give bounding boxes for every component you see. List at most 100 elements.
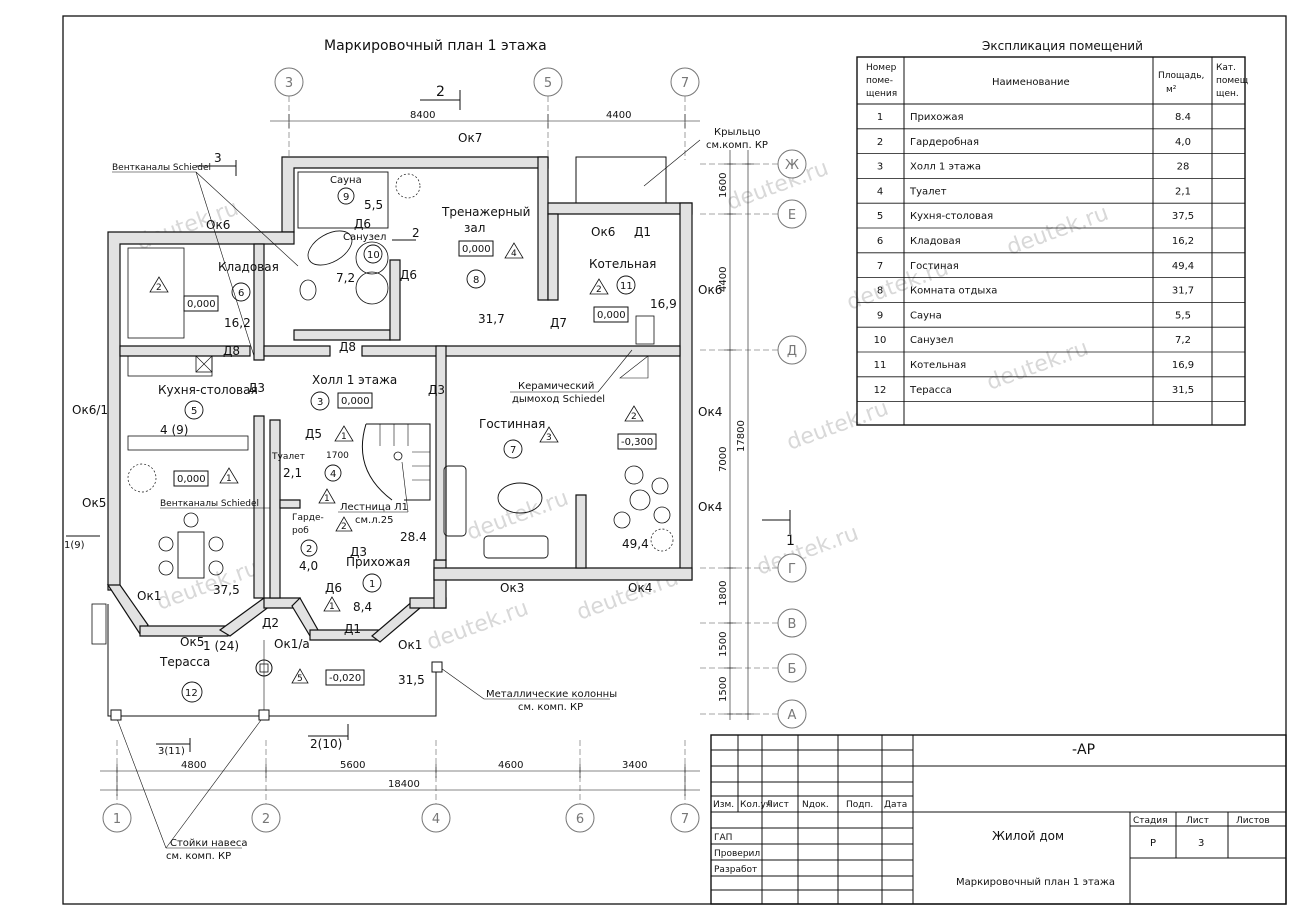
section-3-11: 3(11) <box>158 746 185 757</box>
room-name-terrace: Терасса <box>159 655 210 669</box>
stamp-list-header: Лист <box>1186 816 1209 826</box>
room-number-hall: 3 <box>317 397 323 408</box>
room-number-circle <box>363 244 383 264</box>
sheet-frame <box>62 15 1287 905</box>
room-area-living: 49,4 <box>622 537 649 551</box>
col-cat-3: щен. <box>1216 89 1239 99</box>
label-d3: Д3 <box>350 545 367 559</box>
stamp-role-developed: Разработ <box>714 865 757 875</box>
label-ok3: Ок3 <box>500 581 524 595</box>
level-box <box>458 240 494 257</box>
col-num-3: щения <box>866 89 897 99</box>
table-cell-area: 31,5 <box>1172 385 1194 396</box>
room-number-kitchen: 5 <box>191 406 197 417</box>
axis-bubble <box>274 67 304 97</box>
room-name-hall: Холл 1 этажа <box>312 373 397 387</box>
label-d7: Д7 <box>550 316 567 330</box>
room-area-entrance: 8,4 <box>353 600 372 614</box>
room-level-boiler: 0,000 <box>597 310 626 321</box>
room-name-living: Гостинная <box>479 417 545 431</box>
room-number-storage: 6 <box>238 288 244 299</box>
furniture <box>127 173 674 579</box>
section-2-10: 2(10) <box>310 737 342 751</box>
room-number-gym: 8 <box>473 275 479 286</box>
watermark: deutek.ru <box>754 521 862 581</box>
label-d2: Д2 <box>262 616 279 630</box>
callouts: Вентканалы Schiedel Вентканалы Schiedel … <box>64 84 795 862</box>
section-2: 2 <box>436 84 445 100</box>
label-ok4: Ок4 <box>698 405 722 419</box>
stamp-col-ndok: Nдок. <box>802 800 829 810</box>
col-area-1: Площадь, <box>1158 71 1204 81</box>
table-cell-name: Гостиная <box>910 261 959 272</box>
dim-bottom-1: 4800 <box>181 760 206 771</box>
label-ok5: Ок5 <box>82 496 106 510</box>
col-area-2: м² <box>1166 85 1177 95</box>
stamp-role-gap: ГАП <box>714 833 732 843</box>
dim-right-3: 7000 <box>718 447 729 472</box>
dim-top-2: 4400 <box>606 110 631 121</box>
table-cell-area: 4,0 <box>1175 137 1191 148</box>
dim-bottom-3: 4600 <box>498 760 523 771</box>
level-box <box>173 470 209 487</box>
axis-bubble <box>777 199 807 229</box>
callout-krylco-1: Крыльцо <box>714 127 761 138</box>
section-3: 3 <box>214 151 222 165</box>
building-walls <box>91 156 693 717</box>
room-number-circle <box>362 573 382 593</box>
table-cell-area: 28 <box>1177 162 1190 173</box>
axis-label: 1 <box>113 812 121 827</box>
watermark: deutek.ru <box>784 396 892 456</box>
room-number-circle <box>300 539 318 557</box>
table-cell-name: Холл 1 этажа <box>910 162 981 173</box>
room-area-sauna: 5,5 <box>364 198 383 212</box>
room-tri-terrace: 5 <box>297 674 303 684</box>
dimension-lines: 8400 4400 4800 5600 4600 3400 18400 1600… <box>100 110 754 796</box>
axis-label: 5 <box>544 76 552 91</box>
table-cell-area: 5,5 <box>1175 310 1191 321</box>
label-ok4: Ок4 <box>628 581 652 595</box>
table-cell-name: Санузел <box>910 335 953 346</box>
axis-bubble <box>777 699 807 729</box>
label-ok6: Ок6 <box>698 283 722 297</box>
dim-right-1: 1600 <box>718 173 729 198</box>
room-name-gym: Тренажерный <box>441 205 530 219</box>
table-cell-area: 16,2 <box>1172 236 1194 247</box>
axis-label: Б <box>788 662 797 677</box>
callout-krylco-2: см.комп. КР <box>706 140 768 151</box>
table-cell-num: 6 <box>877 236 883 247</box>
col-num-2: поме- <box>866 76 893 86</box>
table-cell-name: Сауна <box>910 310 942 321</box>
callout-keramic-1: Керамический <box>518 381 594 392</box>
col-cat-2: помещ <box>1216 76 1249 86</box>
callout-keramic-2: дымоход Schiedel <box>512 394 605 405</box>
axis-bubble <box>777 608 807 638</box>
axis-label: Е <box>788 208 796 223</box>
explication-table: Экспликация помещений Номер поме- щения … <box>856 39 1249 426</box>
axis-label: Г <box>788 562 796 577</box>
axis-bubble <box>670 803 700 833</box>
stamp-lists-header: Листов <box>1236 816 1270 826</box>
room-area-garderob: 4,0 <box>299 559 318 573</box>
level-box <box>337 392 373 409</box>
room-number-living: 7 <box>510 445 516 456</box>
callout-stair-2: см.л.25 <box>355 515 394 526</box>
table-cell-num: 10 <box>874 335 887 346</box>
room-name-storage: Кладовая <box>218 260 279 274</box>
room-level-storage: 0,000 <box>187 299 216 310</box>
callout-stoiki-1: Стойки навеса <box>170 838 247 849</box>
table-cell-name: Кухня-столовая <box>910 211 993 222</box>
room-name-entrance: Прихожая <box>346 555 410 569</box>
label-d6: Д6 <box>354 217 371 231</box>
label-d3: Д3 <box>248 381 265 395</box>
table-cell-num: 5 <box>877 211 883 222</box>
terrace-note: 1 (24) <box>203 639 239 653</box>
level-box <box>183 295 219 312</box>
room-area-terrace: 31,5 <box>398 673 425 687</box>
room-name-sanuzel: Санузел <box>343 232 386 243</box>
room-area-storage: 16,2 <box>224 316 251 330</box>
room-number-terrace: 12 <box>185 688 198 699</box>
label-d1: Д1 <box>344 622 361 636</box>
